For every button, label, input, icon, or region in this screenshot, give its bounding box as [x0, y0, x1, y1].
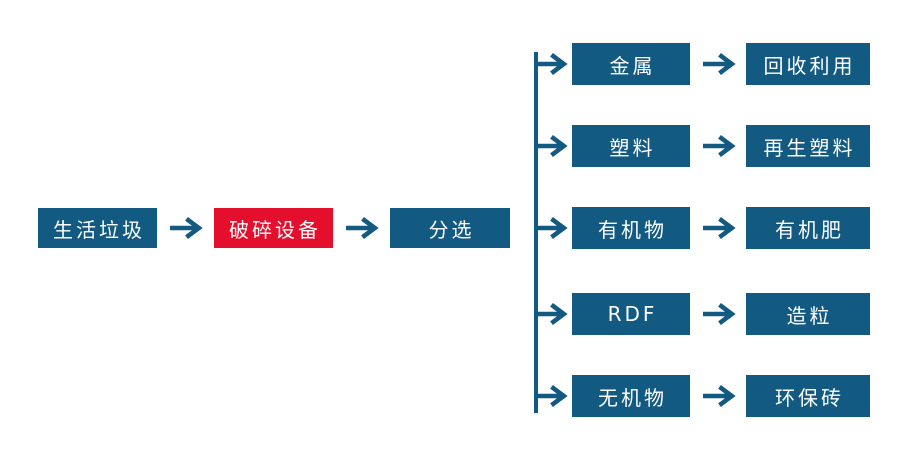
node-eco-brick: 环保砖 — [746, 375, 870, 417]
flow-arrow-icon — [346, 216, 379, 240]
branch-arrow-icon — [536, 302, 568, 326]
node-recycled-plastic: 再生塑料 — [746, 125, 870, 167]
node-crushing-equipment: 破碎设备 — [214, 208, 333, 248]
branch-connector-line — [534, 52, 538, 413]
node-inorganic-matter: 无机物 — [572, 375, 690, 417]
branch-arrow-icon — [536, 52, 568, 76]
node-organic-matter: 有机物 — [572, 207, 690, 249]
node-sorting: 分选 — [390, 208, 510, 248]
flow-arrow-icon — [703, 216, 736, 240]
branch-arrow-icon — [536, 134, 568, 158]
branch-arrow-icon — [536, 216, 568, 240]
flow-arrow-icon — [703, 134, 736, 158]
branch-arrow-icon — [536, 384, 568, 408]
node-rdf: RDF — [572, 293, 690, 335]
node-plastic: 塑料 — [572, 125, 690, 167]
node-recycling: 回收利用 — [746, 43, 870, 85]
node-organic-fertilizer: 有机肥 — [746, 207, 870, 249]
flow-arrow-icon — [170, 216, 203, 240]
flow-arrow-icon — [703, 302, 736, 326]
node-household-waste: 生活垃圾 — [38, 208, 157, 248]
flow-arrow-icon — [703, 384, 736, 408]
node-granulation: 造粒 — [746, 293, 870, 335]
node-metal: 金属 — [572, 43, 690, 85]
flow-arrow-icon — [703, 52, 736, 76]
